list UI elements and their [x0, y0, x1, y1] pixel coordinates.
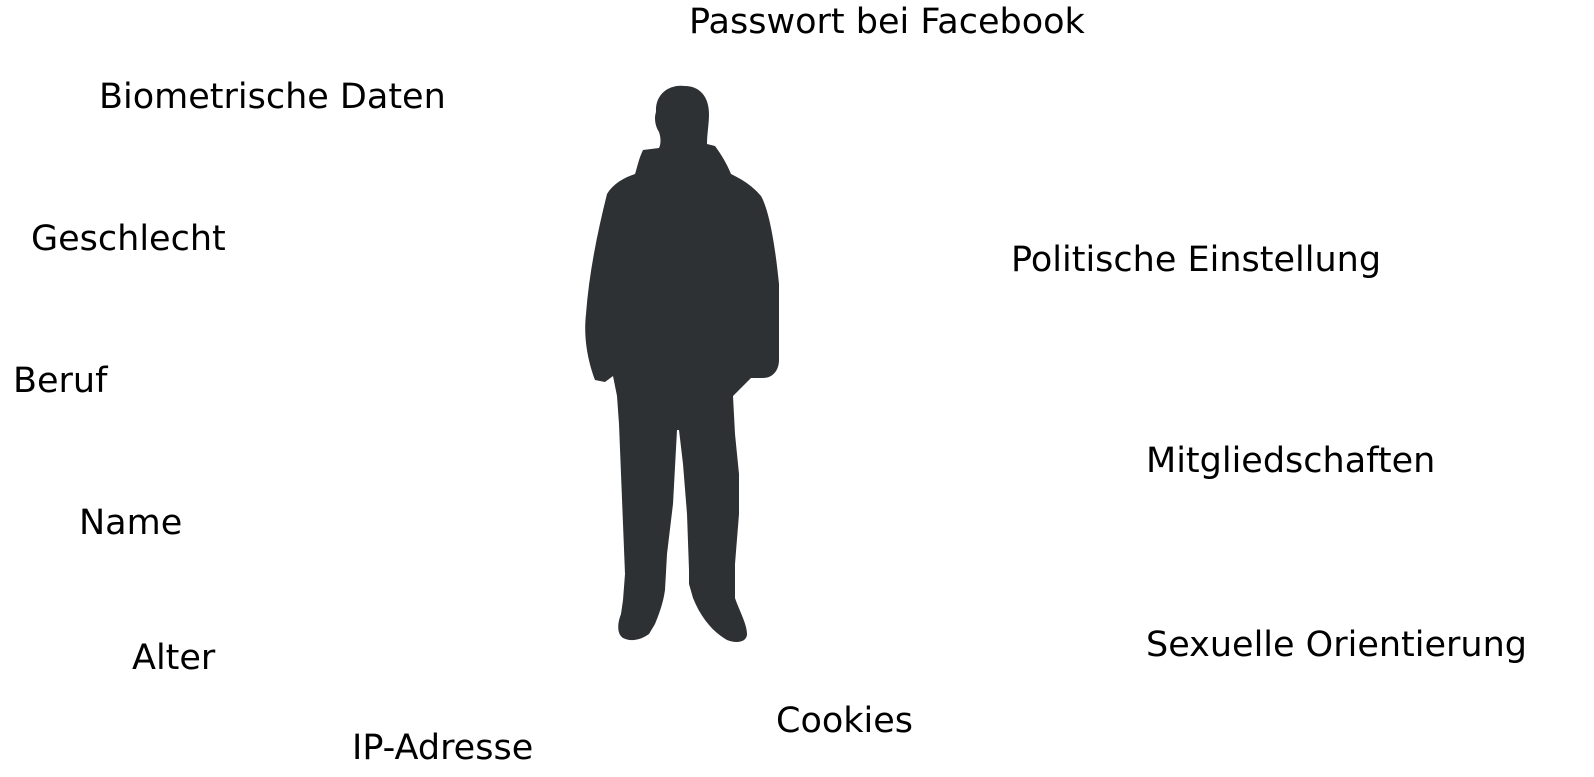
label-ip-address: IP-Adresse: [352, 728, 534, 768]
label-name: Name: [79, 503, 183, 543]
label-biometric-data: Biometrische Daten: [99, 77, 446, 117]
label-political-views: Politische Einstellung: [1011, 240, 1382, 280]
label-sexual-orientation: Sexuelle Orientierung: [1146, 625, 1528, 665]
label-cookies: Cookies: [776, 701, 914, 741]
label-age: Alter: [132, 638, 216, 678]
label-profession: Beruf: [13, 361, 108, 401]
label-password: Passwort bei Facebook: [689, 2, 1085, 42]
person-silhouette-icon: [585, 85, 779, 643]
label-memberships: Mitgliedschaften: [1146, 441, 1436, 481]
label-gender: Geschlecht: [31, 219, 226, 259]
